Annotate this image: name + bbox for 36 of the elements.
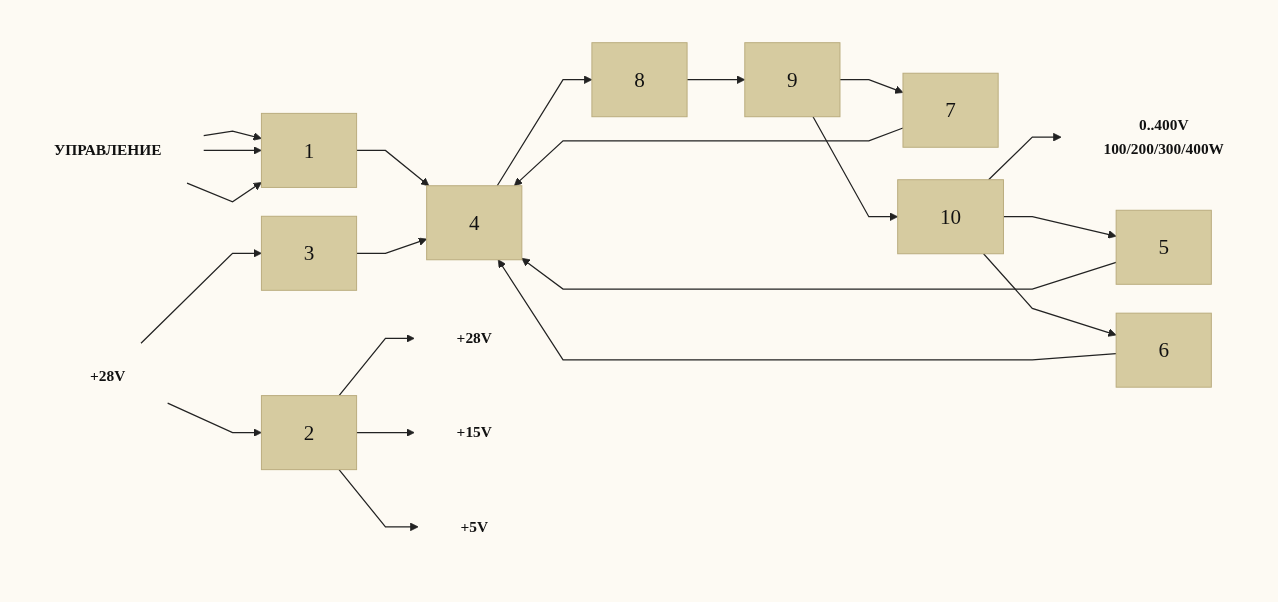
arrow — [167, 402, 262, 437]
arrow — [203, 146, 262, 155]
node-box: 9 — [744, 42, 841, 118]
arrow — [513, 127, 904, 186]
node-text: 0..400V 100/200/300/400W — [1103, 116, 1224, 157]
node-box: 5 — [1115, 209, 1212, 285]
node-box: 8 — [591, 42, 688, 118]
arrow — [812, 116, 899, 221]
arrow — [140, 248, 262, 344]
node-box: 7 — [902, 72, 999, 148]
arrow — [356, 149, 430, 186]
arrow — [203, 130, 262, 141]
node-text: +5V — [460, 518, 489, 535]
node-box: 3 — [260, 215, 358, 291]
node-box: 2 — [260, 395, 358, 470]
arrow — [839, 78, 904, 94]
node-text: +28V — [456, 329, 492, 346]
arrow — [521, 257, 1117, 290]
arrow — [338, 468, 419, 531]
arrow — [497, 259, 1117, 361]
arrow — [356, 428, 415, 437]
arrow — [983, 253, 1117, 337]
node-text: УПРАВЛЕНИЕ — [54, 141, 162, 158]
node-text: +15V — [456, 423, 492, 441]
node-box: 4 — [426, 185, 523, 261]
arrow — [356, 237, 428, 254]
node-box: 10 — [897, 179, 1004, 255]
arrow — [686, 75, 746, 84]
node-text: +28V — [90, 367, 126, 384]
node-box: 6 — [1115, 312, 1212, 388]
arrow — [1002, 216, 1117, 239]
arrow — [186, 181, 262, 203]
arrow — [987, 132, 1062, 181]
arrow — [338, 334, 415, 397]
node-box: 1 — [260, 112, 358, 188]
arrow — [496, 75, 593, 187]
